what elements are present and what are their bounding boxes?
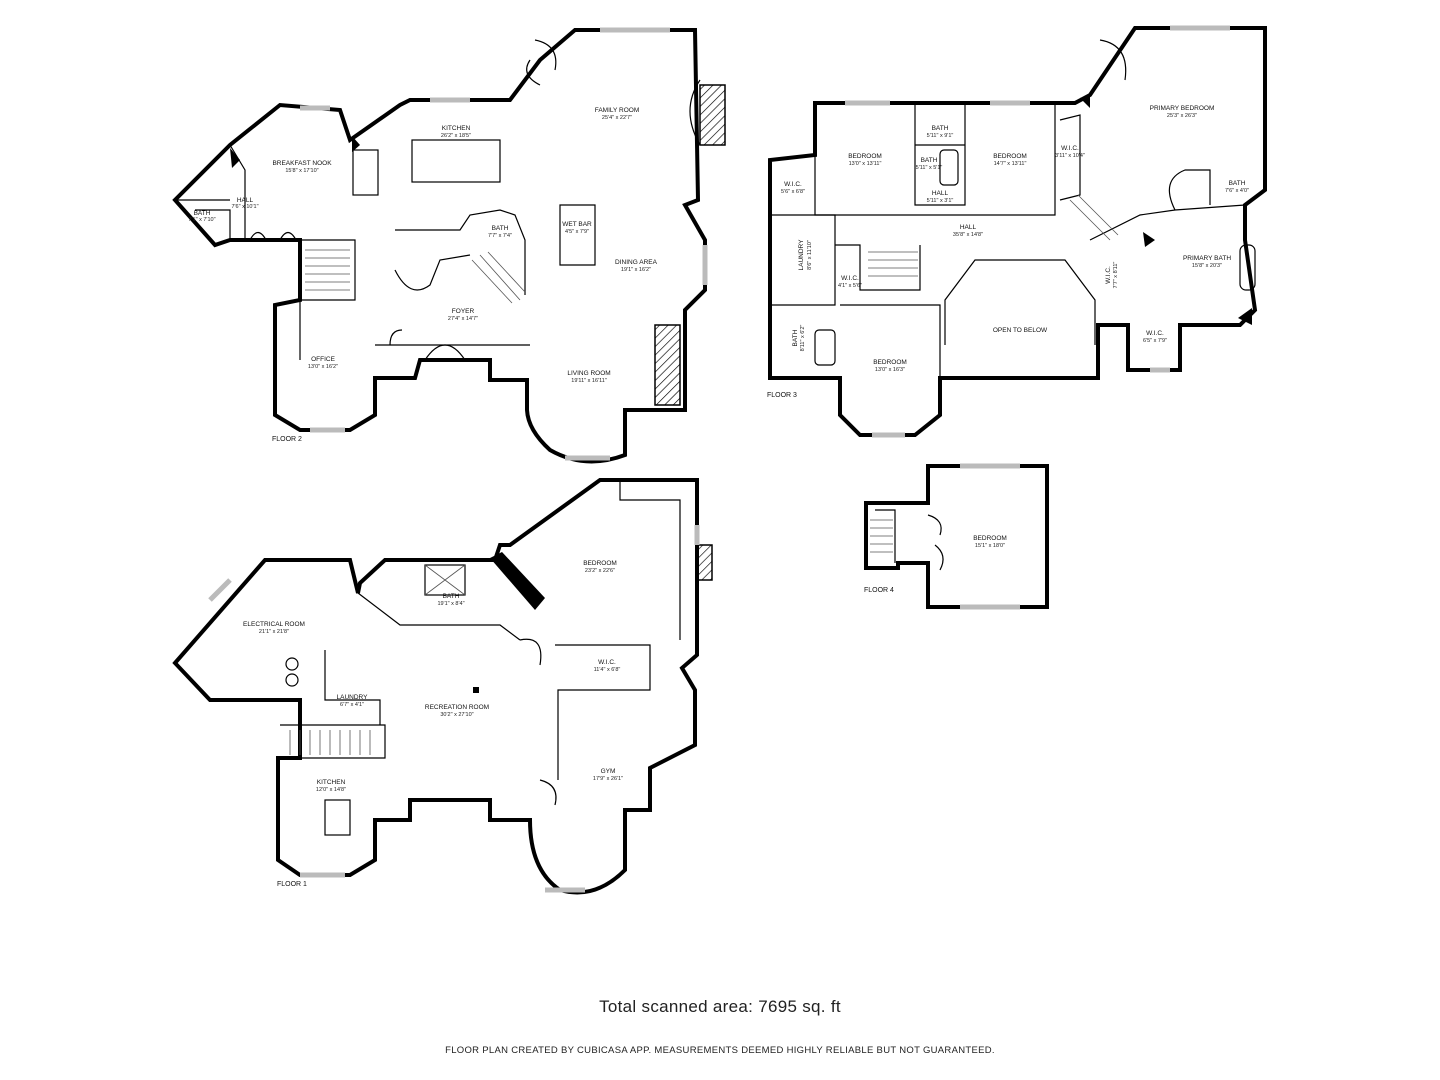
room-label: BEDROOM [993, 153, 1027, 160]
room-label: KITCHEN [317, 779, 346, 786]
floor-4-outer-wall [864, 464, 1049, 609]
room-dims: 25'4" x 22'7" [602, 115, 632, 121]
room-dims: 5'11" x 9'1" [927, 133, 954, 139]
room-dims: 35'8" x 14'8" [953, 232, 983, 238]
floor-2-room-labels: FAMILY ROOM 25'4" x 22'7" KITCHEN 26'2" … [188, 107, 657, 384]
floor-3-room-labels: PRIMARY BEDROOM 25'3" x 26'3" BEDROOM 13… [781, 105, 1249, 373]
total-scanned-area: Total scanned area: 7695 sq. ft [599, 997, 841, 1016]
room-dims: 13'0" x 13'11" [849, 161, 882, 167]
room-dims: 21'1" x 21'8" [259, 629, 289, 635]
room-dims: 19'1" x 8'4" [437, 601, 464, 607]
room-dims: 7'7" x 7'4" [488, 233, 512, 239]
room-dims: 13'0" x 16'2" [308, 364, 338, 370]
room-label: HALL [960, 224, 977, 231]
floor-2-outer-wall [172, 28, 707, 464]
floor-3-outer-wall [768, 26, 1267, 437]
room-label: HALL [932, 190, 949, 197]
room-label: LAUNDRY [337, 694, 369, 701]
floor-2-plan [172, 27, 726, 464]
room-label: OFFICE [311, 356, 335, 363]
room-dims: 12'0" x 14'8" [316, 787, 346, 793]
room-label: RECREATION ROOM [425, 704, 489, 711]
floor-4-plan [864, 463, 1049, 610]
room-label: LIVING ROOM [567, 370, 610, 377]
room-label: BATH [921, 157, 938, 164]
room-label: HALL [237, 197, 254, 204]
room-dims: 7'6" x 4'0" [1225, 188, 1249, 194]
room-label: BREAKFAST NOOK [272, 160, 332, 167]
room-dims: 14'7" x 13'11" [994, 161, 1027, 167]
floor-4-room-labels: BEDROOM 15'1" x 18'0" [973, 535, 1007, 549]
room-label: FAMILY ROOM [595, 107, 640, 114]
room-dims: 27'4" x 14'7" [448, 316, 478, 322]
cubicasa-credit: FLOOR PLAN CREATED BY CUBICASA APP. MEAS… [445, 1045, 995, 1056]
room-dims: 6'7" x 4'1" [340, 702, 364, 708]
room-dims: 25'3" x 26'3" [1167, 113, 1197, 119]
room-label: W.I.C. [784, 181, 802, 188]
room-label: GYM [601, 768, 616, 775]
room-dims: 7'1" x 7'10" [188, 217, 215, 223]
room-label: W.I.C. [841, 275, 859, 282]
room-label: BATH [932, 125, 949, 132]
room-dims: 7'7" x 8'11" [1113, 262, 1119, 289]
room-label: W.I.C. [1146, 330, 1164, 337]
room-dims: 30'2" x 27'10" [440, 712, 473, 718]
floor-3-plan [768, 25, 1267, 438]
room-dims: 26'2" x 18'5" [441, 133, 471, 139]
room-label: BATH [194, 210, 211, 217]
floor-4-label: FLOOR 4 [864, 587, 894, 594]
floor-2-label: FLOOR 2 [272, 436, 302, 443]
room-dims: 8'11" x 6'2" [800, 325, 806, 352]
room-label: DINING AREA [615, 259, 658, 266]
room-label: LAUNDRY [798, 239, 805, 271]
room-label: BATH [443, 593, 460, 600]
room-dims: 19'1" x 16'2" [621, 267, 651, 273]
room-label: BEDROOM [873, 359, 907, 366]
room-label: BEDROOM [848, 153, 882, 160]
room-dims: 19'11" x 16'11" [571, 378, 607, 384]
room-label: W.I.C. [598, 659, 616, 666]
room-dims: 15'8" x 20'3" [1192, 263, 1222, 269]
room-label: ELECTRICAL ROOM [243, 621, 305, 628]
room-label: OPEN TO BELOW [993, 327, 1048, 334]
floor-1-label: FLOOR 1 [277, 881, 307, 888]
room-dims: 4'5" x 7'9" [565, 229, 589, 235]
room-dims: 5'6" x 6'8" [781, 189, 805, 195]
room-label: BEDROOM [583, 560, 617, 567]
floor-3-label: FLOOR 3 [767, 392, 797, 399]
room-label: KITCHEN [442, 125, 471, 132]
room-label: FOYER [452, 308, 475, 315]
room-dims: 3'11" x 10'4" [1055, 153, 1085, 159]
room-dims: 23'2" x 22'6" [585, 568, 615, 574]
room-dims: 8'6" x 11'10" [807, 240, 813, 270]
room-dims: 5'11" x 5'1" [916, 165, 943, 171]
room-dims: 13'0" x 16'3" [875, 367, 905, 373]
room-dims: 15'1" x 18'0" [975, 543, 1005, 549]
room-label: BEDROOM [973, 535, 1007, 542]
floor-1-outer-wall [172, 478, 699, 895]
floor-1-room-labels: BEDROOM 23'2" x 22'6" BATH 19'1" x 8'4" … [243, 560, 623, 793]
room-label: BATH [792, 329, 799, 346]
room-dims: 5'11" x 3'1" [927, 198, 954, 204]
room-dims: 11'4" x 6'8" [594, 667, 621, 673]
floor-1-plan [172, 478, 713, 895]
room-dims: 7'6" x 10'1" [231, 204, 258, 210]
room-dims: 15'8" x 17'10" [285, 168, 318, 174]
room-label: W.I.C. [1061, 145, 1079, 152]
room-label: PRIMARY BEDROOM [1150, 105, 1215, 112]
room-label: BATH [1229, 180, 1246, 187]
room-dims: 4'1" x 5'6" [838, 283, 862, 289]
room-label: PRIMARY BATH [1183, 255, 1231, 262]
room-dims: 17'9" x 26'1" [593, 776, 623, 782]
room-label: BATH [492, 225, 509, 232]
room-label: WET BAR [562, 221, 592, 228]
room-dims: 6'5" x 7'9" [1143, 338, 1167, 344]
room-label: W.I.C. [1105, 266, 1112, 284]
